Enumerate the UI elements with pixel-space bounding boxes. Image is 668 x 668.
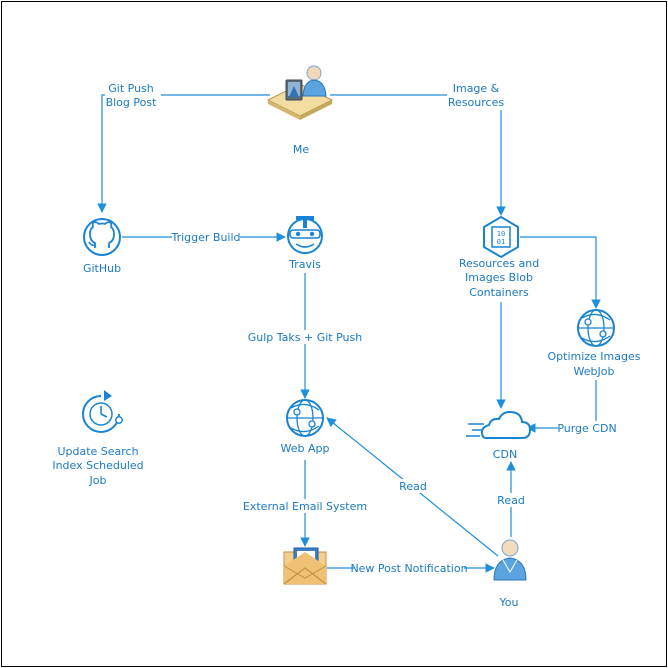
node-label-me: Me	[293, 143, 309, 156]
edge-label-git-push: Git Push	[108, 82, 154, 95]
svg-text:10: 10	[497, 230, 505, 238]
node-cdn: CDN	[466, 410, 532, 461]
svg-text:01: 01	[497, 238, 505, 246]
node-label-you: You	[499, 596, 519, 609]
node-webapp: Web App	[281, 399, 330, 455]
webjob-icon	[577, 309, 615, 347]
edge-label-external-email: External Email System	[243, 500, 367, 513]
node-email	[283, 547, 327, 585]
edge-optimize-to-cdn	[526, 380, 597, 433]
node-label-resources-line2: Images Blob	[465, 271, 533, 284]
node-scheduled-job: Update Search Index Scheduled Job	[52, 390, 144, 487]
node-you: You	[493, 539, 527, 609]
edge-label-blog-post: Blog Post	[106, 96, 158, 109]
node-label-resources-line1: Resources and	[459, 257, 539, 270]
node-label-scheduled-line2: Index Scheduled	[52, 459, 143, 472]
github-icon	[83, 218, 121, 256]
scheduled-job-icon	[82, 390, 123, 433]
edge-label-resources: Resources	[448, 96, 504, 109]
edge-me-to-github	[97, 94, 270, 213]
edge-label-trigger-build: Trigger Build	[170, 231, 240, 244]
node-label-scheduled-line3: Job	[89, 474, 107, 487]
node-label-github: GitHub	[83, 262, 121, 275]
node-me: Me	[266, 65, 334, 156]
node-resources: 10 01 Resources and Images Blob Containe…	[459, 215, 539, 299]
email-envelope-icon	[283, 547, 327, 585]
edge-resources-to-optimize	[520, 236, 601, 309]
edge-me-to-resources	[330, 94, 506, 216]
edge-label-read-cdn: Read	[497, 494, 525, 507]
node-label-scheduled-line1: Update Search	[57, 445, 138, 458]
edge-label-purge-cdn: Purge CDN	[557, 422, 616, 435]
node-label-optimize-line2: WebJob	[574, 365, 615, 378]
edge-label-new-post: New Post Notification	[350, 562, 467, 575]
cloud-icon	[466, 410, 532, 439]
travis-icon	[287, 216, 323, 254]
node-label-resources-line3: Containers	[469, 286, 529, 299]
node-label-optimize-line1: Optimize Images	[547, 350, 640, 363]
node-label-cdn: CDN	[493, 448, 517, 461]
node-label-travis: Travis	[288, 258, 321, 271]
developer-at-desk-icon	[266, 65, 334, 120]
user-icon	[493, 539, 527, 581]
blob-storage-icon: 10 01	[483, 215, 519, 259]
node-optimize: Optimize Images WebJob	[547, 309, 641, 378]
web-app-icon	[286, 399, 324, 437]
node-label-webapp: Web App	[281, 442, 330, 455]
node-github: GitHub	[83, 218, 121, 275]
node-travis: Travis	[287, 216, 323, 271]
edge-labels: Git Push Blog Post Image & Resources Tri…	[105, 82, 617, 575]
edge-label-read-webapp: Read	[399, 480, 427, 493]
edge-label-gulp: Gulp Taks + Git Push	[248, 331, 363, 344]
edge-label-image-and: Image &	[453, 82, 500, 95]
